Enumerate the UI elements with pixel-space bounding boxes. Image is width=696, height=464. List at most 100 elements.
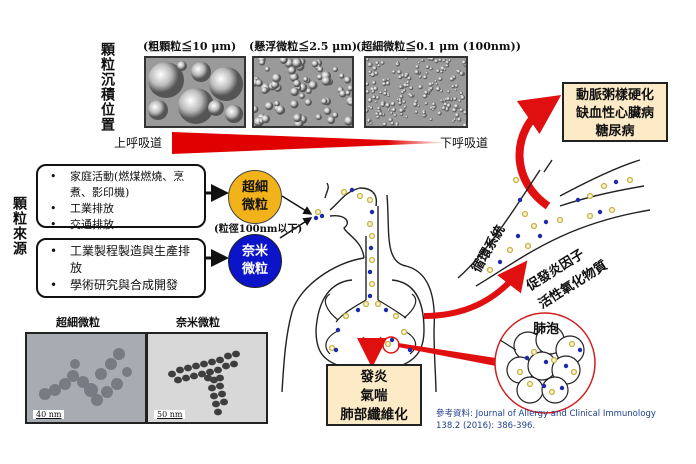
particle-sphere: [446, 103, 452, 108]
nanoparticle: [210, 376, 218, 384]
ultrafine-dot: [366, 220, 374, 228]
particle-sphere: [393, 113, 397, 117]
nano-dot: [333, 347, 339, 353]
nano-dot: [559, 385, 565, 391]
particle-size-note: (粒徑100nm以下): [214, 224, 303, 235]
particle-sphere: [437, 111, 442, 116]
particle-sphere: [390, 121, 395, 126]
particle-sphere: [402, 89, 407, 93]
ultrafine-dot: [374, 300, 382, 308]
ultrafine-dot: [570, 368, 578, 376]
particle-sphere: [463, 110, 466, 115]
nano-dot: [335, 327, 341, 333]
particle-sphere: [390, 111, 393, 115]
particle-sphere: [399, 94, 404, 99]
tem-ultrafine-image: 40 nm: [25, 332, 147, 424]
particle-sphere: [414, 70, 420, 75]
particle-sphere: [385, 102, 391, 108]
particle-sphere: [414, 110, 419, 114]
ultrafine-dot: [328, 344, 336, 352]
particle-sphere: [387, 78, 390, 81]
particle-sphere: [441, 106, 446, 111]
particle-sphere: [429, 117, 433, 122]
particle-sphere: [367, 62, 373, 68]
ultrafine-dot: [384, 340, 392, 348]
nano-dot: [367, 293, 373, 299]
particle-sphere: [332, 112, 339, 119]
nano-dot: [524, 355, 530, 361]
source-item: 工業排放: [50, 201, 198, 217]
particle-sphere: [425, 71, 429, 75]
ultrafine-dot: [400, 328, 408, 336]
particle-dots: [313, 176, 634, 396]
ultrafine-dot: [530, 222, 538, 230]
nano-circle-label: 奈米微粒: [241, 244, 268, 277]
particle-sphere: [275, 105, 286, 115]
coarse-spheres: [148, 61, 243, 124]
particle-sphere: [424, 102, 428, 106]
fine-particles-image: [252, 56, 354, 128]
nano-dot: [543, 359, 549, 365]
lung-diseases-box: 發炎 氣喘 肺部纖維化: [326, 364, 422, 426]
particle-sphere: [289, 72, 299, 82]
nanoparticle: [218, 390, 226, 398]
particle-sphere: [395, 62, 400, 67]
particle-sphere: [303, 76, 309, 82]
lower-airway-label: 下呼吸道: [440, 136, 489, 150]
particle-sphere: [423, 75, 428, 80]
nano-dot: [563, 363, 569, 369]
particle-sphere: [373, 86, 378, 91]
tem-nano-title: 奈米微粒: [176, 316, 220, 329]
particle-sphere: [259, 59, 266, 66]
nanoparticle: [198, 370, 206, 378]
particle-sphere: [405, 115, 408, 119]
ultrafine-particle-label: (超細微粒≦0.1 μm (100nm)): [356, 40, 521, 53]
particle-sphere: [380, 61, 385, 65]
particle-sphere: [405, 58, 408, 60]
particle-sphere: [376, 115, 380, 119]
nano-dot: [367, 269, 373, 275]
particle-sphere: [459, 108, 464, 113]
particle-sphere: [449, 76, 455, 82]
particle-sphere: [403, 83, 408, 88]
source-item: 工業製程製造與生產排放: [50, 243, 198, 277]
nanoparticle: [182, 374, 190, 382]
particle-sphere: [452, 108, 457, 113]
ultrafine-spheres: [366, 58, 466, 126]
particle-sphere: [403, 105, 407, 109]
nanoparticle: [206, 368, 214, 376]
particle-sphere: [417, 61, 421, 64]
particle-sphere: [396, 98, 400, 101]
particle-sphere: [431, 82, 435, 85]
particle-sphere: [377, 106, 381, 111]
particle-sphere: [293, 113, 302, 123]
particle-sphere: [270, 80, 280, 89]
particle-sphere: [378, 112, 383, 117]
particle-sphere: [347, 85, 352, 92]
arrow-nano-to-nose: [279, 217, 313, 239]
nano-dot: [575, 197, 581, 203]
particle-sphere: [434, 59, 439, 64]
ultrafine-dot: [362, 300, 370, 308]
source-item: 交通排放: [50, 217, 198, 233]
nanoparticle: [210, 392, 218, 400]
ultrafine-dot: [368, 256, 376, 264]
particle-sphere: [421, 58, 424, 62]
disease-item: 缺血性心臟病: [575, 106, 654, 121]
particle-sphere: [455, 113, 460, 118]
ultrafine-aggregate: [39, 348, 132, 406]
particle-sphere: [454, 88, 457, 92]
particle-sphere: [388, 117, 393, 123]
disease-item: 糖尿病: [595, 124, 635, 139]
particle-sphere: [392, 70, 396, 74]
particle-sphere: [308, 80, 318, 90]
particle-sphere: [371, 90, 375, 94]
particle-sphere: [321, 98, 328, 105]
particle-sphere: [459, 91, 463, 95]
particle-sphere: [317, 66, 324, 73]
ultrafine-dot: [342, 312, 350, 320]
particle-sphere: [380, 102, 385, 107]
particle-sphere: [440, 70, 444, 74]
nano-dot: [319, 213, 325, 219]
deposition-gradient-wedge: [172, 132, 440, 154]
